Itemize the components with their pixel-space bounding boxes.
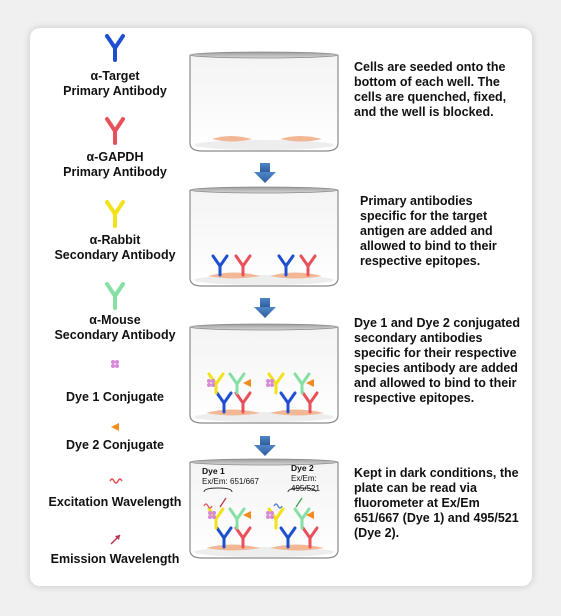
legend-emission: Emission Wavelength: [50, 552, 180, 566]
cell-blob: [212, 136, 252, 142]
panel4-dye1-title: Dye 1: [202, 466, 225, 476]
well-step4: [189, 458, 339, 559]
dye2-icon: [111, 423, 119, 431]
flow-arrow-2: [254, 298, 276, 318]
target-antibody-icon: [105, 34, 125, 62]
legend-rabbit-secondary: α-Rabbit Secondary Antibody: [30, 233, 200, 263]
panel4-dye2-exem-value: 495/521: [291, 484, 320, 493]
panel4-dye2-title: Dye 2: [291, 463, 314, 473]
well-step3: [189, 323, 339, 424]
legend-gapdh-primary: α-GAPDH Primary Antibody: [30, 150, 200, 180]
step3-description: Dye 1 and Dye 2 conjugated secondary ant…: [354, 316, 521, 405]
dye1-icon: [111, 360, 119, 368]
emission-wavelength-icon: [110, 534, 121, 545]
rabbit-secondary-icon: [105, 200, 125, 228]
cell-blob: [280, 136, 322, 142]
legend-target-primary-text: α-Target Primary Antibody: [63, 69, 167, 98]
legend-mouse-secondary: α-Mouse Secondary Antibody: [30, 313, 200, 343]
legend-dye1: Dye 1 Conjugate: [66, 390, 164, 404]
legend-excitation: Excitation Wavelength: [48, 495, 182, 509]
excitation-wavelength-icon: [109, 478, 123, 484]
legend-gapdh-primary-text: α-GAPDH Primary Antibody: [63, 150, 167, 179]
step1-description: Cells are seeded onto the bottom of each…: [354, 60, 507, 119]
panel4-dye1-exem: Ex/Em: 651/667: [202, 477, 259, 486]
well-step2: [189, 186, 339, 287]
step2-description: Primary antibodies specific for the targ…: [360, 194, 497, 268]
legend-rabbit-secondary-text: α-Rabbit Secondary Antibody: [54, 233, 176, 262]
gapdh-antibody-icon: [105, 117, 125, 145]
step4-description: Kept in dark conditions, the plate can b…: [354, 466, 519, 540]
legend-dye2: Dye 2 Conjugate: [66, 438, 164, 452]
mouse-secondary-icon: [105, 282, 125, 310]
well-step1: [189, 51, 339, 152]
legend-target-primary: α-Target Primary Antibody: [30, 69, 200, 99]
flow-arrow-1: [254, 163, 276, 183]
legend-mouse-secondary-text: α-Mouse Secondary Antibody: [54, 313, 176, 342]
panel4-dye2-exem-label: Ex/Em:: [291, 474, 317, 483]
flow-arrow-3: [254, 436, 276, 456]
